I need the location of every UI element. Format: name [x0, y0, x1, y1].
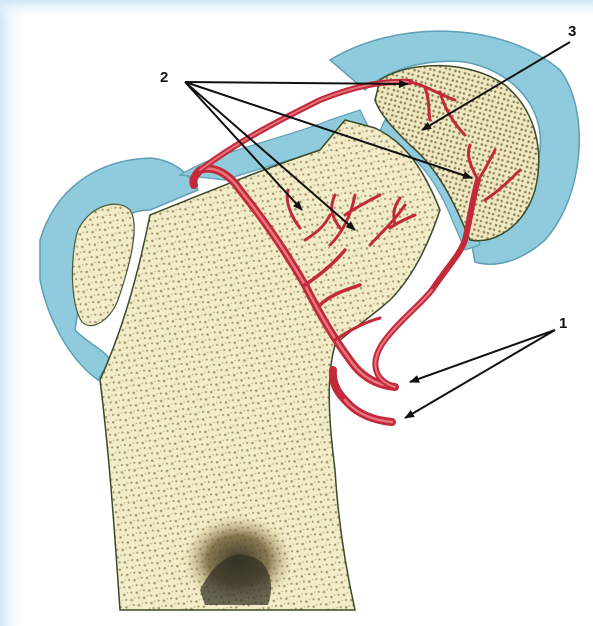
trochanter-bone — [72, 204, 134, 325]
arrow-1-to-vessel-upper — [410, 330, 555, 382]
label-3: 3 — [568, 23, 576, 40]
label-2: 2 — [160, 69, 168, 86]
label-1: 1 — [559, 315, 567, 332]
arrow-1-to-vessel-lower — [405, 330, 555, 418]
